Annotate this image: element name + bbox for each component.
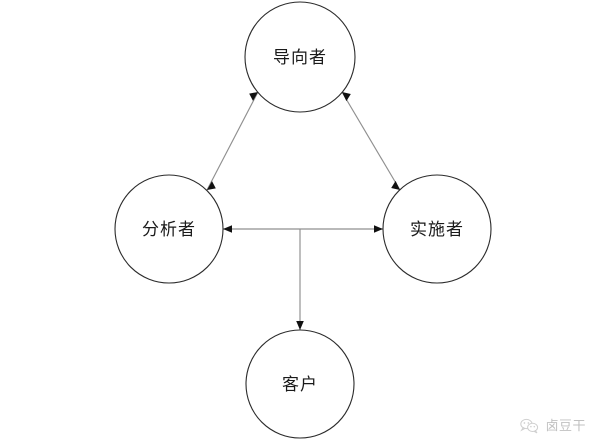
- edge-line-guide-implementer: [341, 91, 401, 191]
- node-label-customer: 客户: [282, 375, 318, 395]
- node-layer: 导向者 分析者 实施者 客户: [114, 1, 492, 439]
- arrowhead-toward-customer: [296, 321, 304, 330]
- node-label-implementer: 实施者: [410, 220, 464, 240]
- node-circle-guide[interactable]: [244, 1, 356, 113]
- node-label-guide: 导向者: [273, 48, 327, 68]
- arrowhead-toward-guide: [249, 92, 258, 101]
- node-customer[interactable]: 客户: [245, 329, 355, 439]
- arrowhead-toward-analyst: [223, 225, 232, 233]
- edge-guide-implementer: [341, 91, 401, 191]
- arrowhead-toward-implementer-horizontal: [374, 225, 383, 233]
- arrowhead-toward-guide-from-implementer: [342, 92, 351, 102]
- wechat-logo-icon: [520, 418, 539, 434]
- edge-layer: [206, 91, 401, 330]
- arrowhead-toward-implementer: [391, 180, 400, 190]
- edge-analyst-implementer: [223, 225, 383, 233]
- node-implementer[interactable]: 实施者: [382, 174, 492, 284]
- node-circle-analyst[interactable]: [114, 174, 224, 284]
- node-label-analyst: 分析者: [142, 220, 196, 240]
- node-circle-customer[interactable]: [245, 329, 355, 439]
- edge-line-guide-analyst: [206, 91, 259, 191]
- node-guide[interactable]: 导向者: [244, 1, 356, 113]
- watermark-text: 卤豆干: [545, 418, 586, 434]
- edge-guide-analyst: [206, 91, 259, 191]
- node-analyst[interactable]: 分析者: [114, 174, 224, 284]
- edge-junction-customer: [296, 229, 304, 330]
- watermark: 卤豆干: [520, 418, 586, 434]
- arrowhead-toward-analyst-from-guide: [207, 181, 216, 190]
- node-circle-implementer[interactable]: [382, 174, 492, 284]
